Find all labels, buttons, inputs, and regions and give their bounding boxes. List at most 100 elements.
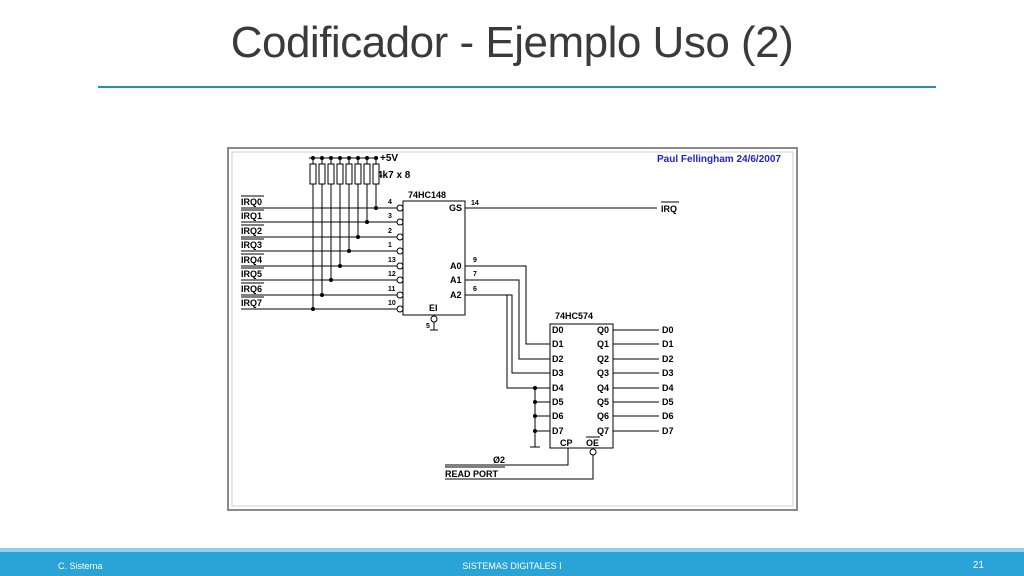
- encoder-output-lines: A0 9A1 7A2 6: [450, 257, 550, 389]
- latch-q-label: Q0: [597, 325, 609, 335]
- input-bubble: [396, 262, 404, 270]
- encoder-schematic: Paul Fellingham 24/6/2007 +5V 4k7 x 8 IR…: [227, 147, 798, 511]
- encoder-name: 74HC148: [408, 190, 446, 200]
- encoder-output-label: A0: [450, 261, 462, 271]
- encoder-output-label: A2: [450, 290, 462, 300]
- latch-q-label: Q5: [597, 397, 609, 407]
- resistor: [354, 163, 362, 185]
- data-bus-label: D4: [662, 383, 674, 393]
- resistor: [336, 163, 344, 185]
- irq-input-label: IRQ7: [241, 298, 262, 308]
- input-bubble: [396, 276, 404, 284]
- irq-input-label: IRQ5: [241, 269, 262, 279]
- latch-d-label: D1: [552, 339, 564, 349]
- irq-input-label: IRQ4: [241, 255, 262, 265]
- junction-dot: [347, 249, 351, 253]
- encoder-pin-number: 3: [388, 213, 392, 220]
- junction-dot: [338, 264, 342, 268]
- junction-dot: [365, 220, 369, 224]
- clock-signal-label: Ø2: [493, 455, 505, 465]
- latch-name: 74HC574: [555, 311, 593, 321]
- data-bus-label: D7: [662, 426, 674, 436]
- input-bubble: [396, 305, 404, 313]
- read-port-label: READ PORT: [445, 469, 499, 479]
- page-title: Codificador - Ejemplo Uso (2): [230, 18, 794, 67]
- junction-dot: [356, 235, 360, 239]
- data-bus-label: D0: [662, 325, 674, 335]
- encoder-pin-number: 4: [388, 199, 392, 206]
- data-bus-label: D1: [662, 339, 674, 349]
- latch-chip: [549, 323, 614, 449]
- irq-input-label: IRQ1: [241, 211, 262, 221]
- encoder-chip: [402, 200, 466, 316]
- encoder-output-pin: 7: [473, 271, 477, 278]
- latch-q-label: Q2: [597, 354, 609, 364]
- latch-q-label: Q6: [597, 411, 609, 421]
- latch-q-label: Q1: [597, 339, 609, 349]
- junction-dot: [320, 293, 324, 297]
- ei-label: EI: [429, 303, 438, 313]
- latch-d-label: D4: [552, 383, 564, 393]
- footer-author: C. Sisterna: [58, 561, 103, 571]
- encoder-pin-number: 1: [388, 242, 392, 249]
- junction-dot: [374, 206, 378, 210]
- irq-input-label: IRQ3: [241, 240, 262, 250]
- cp-label: CP: [560, 438, 573, 448]
- latch-d-label: D6: [552, 411, 564, 421]
- data-bus-label: D3: [662, 368, 674, 378]
- encoder-output-label: A1: [450, 275, 462, 285]
- encoder-pin-number: 12: [388, 271, 396, 278]
- encoder-input-lines: IRQ047IRQ136IRQ225IRQ314IRQ4133IRQ5122IR…: [241, 184, 410, 314]
- data-bus-label: D5: [662, 397, 674, 407]
- encoder-to-latch-wire: [465, 294, 550, 374]
- data-bus-label: D2: [662, 354, 674, 364]
- encoder-pin-number: 10: [388, 300, 396, 307]
- encoder-to-latch-wire: [465, 265, 550, 345]
- data-bus-label: D6: [662, 411, 674, 421]
- irq-input-label: IRQ2: [241, 226, 262, 236]
- resistor: [345, 163, 353, 185]
- encoder-output-pin: 9: [473, 257, 477, 264]
- latch-q-label: Q4: [597, 383, 609, 393]
- gs-pin-number: 14: [471, 200, 479, 207]
- latch-q-label: Q3: [597, 368, 609, 378]
- latch-d-label: D5: [552, 397, 564, 407]
- latch-d-label: D0: [552, 325, 564, 335]
- gs-label: GS: [449, 203, 462, 213]
- resistor: [372, 163, 380, 185]
- input-bubble: [396, 247, 404, 255]
- footer-course: SISTEMAS DIGITALES I: [462, 561, 562, 571]
- ei-bubble: [430, 315, 438, 323]
- footer-bar: C. Sisterna SISTEMAS DIGITALES I 21: [0, 548, 1024, 576]
- resistor: [327, 163, 335, 185]
- latch-d-label: D3: [552, 368, 564, 378]
- encoder-pin-number: 13: [388, 257, 396, 264]
- encoder-to-latch-wire: [465, 279, 550, 360]
- latch-d-label: D2: [552, 354, 564, 364]
- resistor: [363, 163, 371, 185]
- junction-dot: [311, 307, 315, 311]
- irq-input-label: IRQ6: [241, 284, 262, 294]
- input-bubble: [396, 233, 404, 241]
- supply-label: +5V: [380, 153, 398, 164]
- junction-dot: [329, 278, 333, 282]
- author-label: Paul Fellingham 24/6/2007: [657, 154, 781, 165]
- input-bubble: [396, 218, 404, 226]
- input-bubble: [396, 291, 404, 299]
- resistor: [309, 163, 317, 185]
- irq-input-label: IRQ0: [241, 197, 262, 207]
- encoder-pin-number: 11: [388, 286, 396, 293]
- irq-output-label: IRQ: [661, 204, 677, 214]
- resistor-label: 4k7 x 8: [377, 170, 411, 181]
- encoder-output-pin: 6: [473, 286, 477, 293]
- latch-d-label: D7: [552, 426, 564, 436]
- latch-q-label: Q7: [597, 426, 609, 436]
- oe-label: OE: [586, 438, 599, 448]
- title-underline: [98, 86, 936, 88]
- encoder-pin-number: 2: [388, 228, 392, 235]
- resistor: [318, 163, 326, 185]
- input-bubble: [396, 204, 404, 212]
- footer-page-number: 21: [972, 560, 984, 571]
- pullup-resistor-array: [309, 156, 380, 185]
